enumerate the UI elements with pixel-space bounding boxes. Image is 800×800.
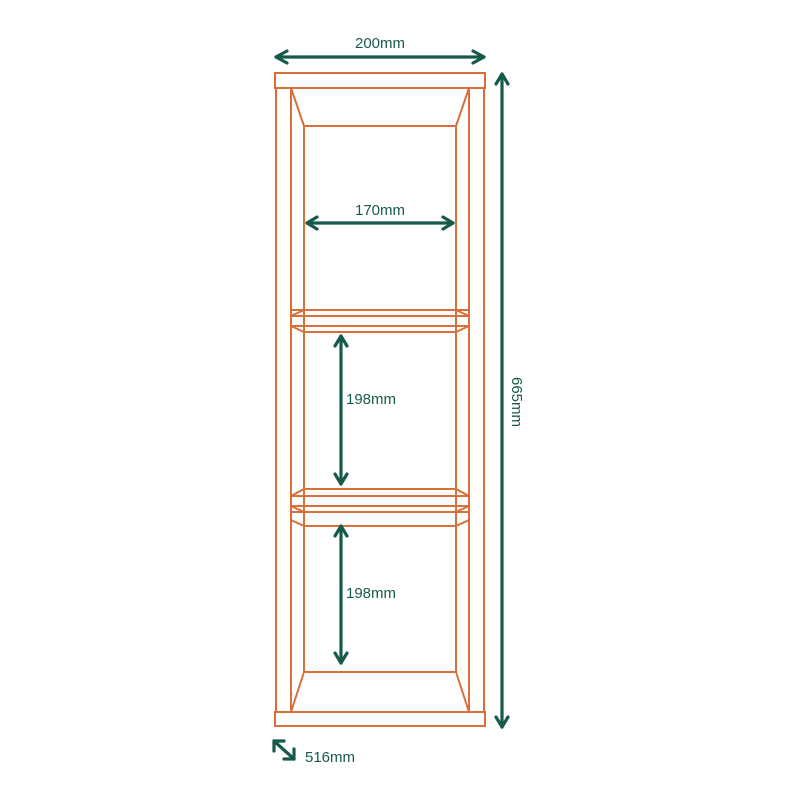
total-height-dimension: 665mm (494, 72, 525, 729)
upper-shelf (290, 309, 470, 333)
total-height-label: 665mm (508, 377, 525, 427)
bottom-height-label: 198mm (346, 585, 396, 602)
top-compartment-back (290, 87, 470, 127)
middle-height-dimension: 198mm (333, 334, 396, 486)
depth-label: 516mm (305, 749, 355, 766)
bottom-height-dimension: 198mm (333, 524, 396, 665)
width-dimension: 200mm (274, 35, 486, 65)
lower-shelf (290, 488, 470, 527)
bottom-panel (274, 711, 486, 727)
inner-width-label: 170mm (355, 202, 405, 219)
shelf-outline (274, 72, 486, 727)
width-label: 200mm (355, 35, 405, 52)
top-panel (274, 72, 486, 89)
middle-height-label: 198mm (346, 391, 396, 408)
bottom-compartment-floor (304, 671, 470, 713)
arrowhead-right (471, 49, 486, 65)
depth-dimension: 516mm (272, 739, 355, 766)
inner-width-dimension: 170mm (305, 202, 455, 231)
arrowhead-left (274, 49, 289, 65)
